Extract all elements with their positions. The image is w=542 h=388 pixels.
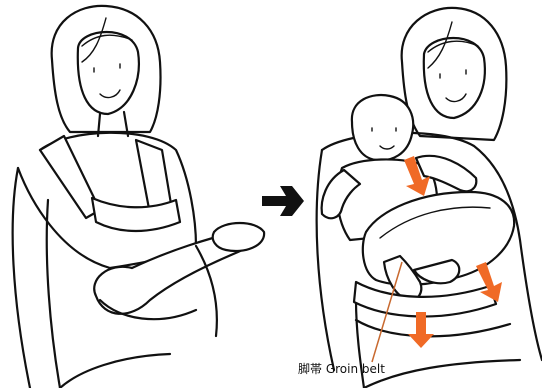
right-figure — [317, 8, 542, 388]
baby-head — [352, 95, 413, 160]
waist-belt-right — [354, 282, 496, 317]
chair-left — [13, 168, 60, 388]
waist-belt-left — [92, 198, 180, 231]
left-figure — [13, 6, 264, 388]
carrier-head-left — [213, 223, 264, 251]
right-arrow-icon — [262, 186, 304, 216]
step-arrow — [262, 186, 304, 216]
strap-left-a — [40, 136, 100, 218]
groin-belt-label: 脚帯 Groin belt — [298, 361, 448, 377]
legs-right — [356, 320, 520, 388]
